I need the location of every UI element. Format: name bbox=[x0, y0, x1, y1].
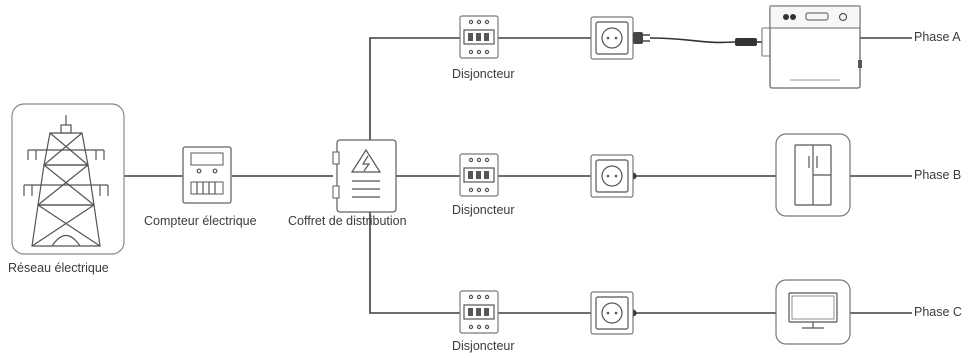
electric-meter-icon bbox=[182, 146, 232, 204]
wall-socket-icon bbox=[590, 154, 634, 198]
power-tower-icon bbox=[11, 103, 125, 255]
breaker-label-c: Disjoncteur bbox=[452, 339, 515, 353]
wall-socket-icon bbox=[590, 291, 634, 335]
breaker-icon bbox=[459, 153, 499, 197]
television-icon bbox=[775, 279, 851, 345]
phase-c-label: Phase C bbox=[914, 305, 962, 319]
breaker-icon bbox=[459, 15, 499, 59]
wall-socket-icon bbox=[590, 16, 634, 60]
breaker-label-a: Disjoncteur bbox=[452, 67, 515, 81]
distribution-box-icon bbox=[332, 139, 397, 213]
breaker-label-b: Disjoncteur bbox=[452, 203, 515, 217]
phase-b-label: Phase B bbox=[914, 168, 962, 182]
meter-label: Compteur électrique bbox=[144, 214, 257, 228]
battery-storage-icon bbox=[761, 5, 862, 89]
wires bbox=[124, 37, 912, 317]
distribution-box-label: Coffret de distribution bbox=[288, 214, 407, 228]
grid-label: Réseau électrique bbox=[8, 261, 109, 275]
refrigerator-icon bbox=[775, 133, 851, 217]
phase-a-label: Phase A bbox=[914, 30, 961, 44]
breaker-icon bbox=[459, 290, 499, 334]
plug-cable bbox=[633, 32, 765, 46]
